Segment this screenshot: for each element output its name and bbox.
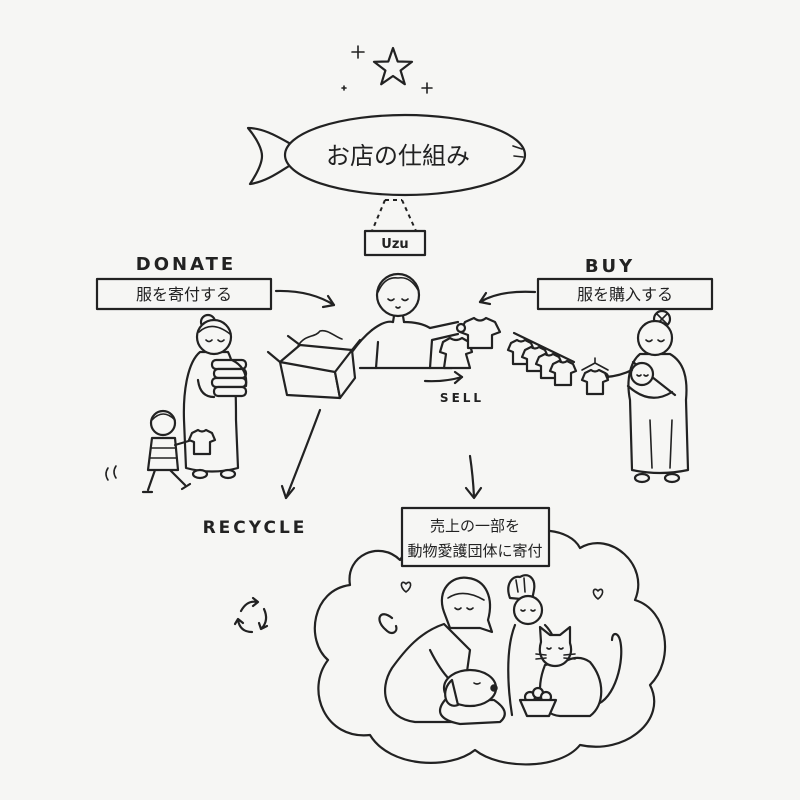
charity-label-box: 売上の一部を 動物愛護団体に寄付	[400, 506, 551, 568]
donate-arrow	[274, 289, 336, 309]
shop-sign-label: Uzu	[381, 237, 408, 252]
shop-sign: Uzu	[363, 199, 427, 257]
donate-label-box: 服を寄付する	[95, 277, 273, 311]
person-hugging-dog-illustration	[378, 576, 506, 726]
sell-label: SELL	[440, 391, 484, 405]
waving-person-illustration	[507, 574, 561, 717]
recycle-icon	[233, 596, 269, 634]
child-illustration	[105, 409, 217, 494]
charity-arrow	[464, 454, 483, 500]
clothesline-illustration	[506, 331, 578, 387]
charity-label-line1: 売上の一部を	[430, 517, 520, 535]
title-blimp: お店の仕組み	[246, 113, 527, 197]
buy-heading: BUY	[585, 256, 635, 277]
buyer-with-baby-illustration	[580, 309, 690, 484]
shopkeeper-illustration	[350, 272, 502, 370]
donation-box-illustration	[266, 329, 362, 400]
heart-icon	[400, 581, 412, 593]
recycle-label: RECYCLE	[203, 518, 308, 538]
buy-arrow	[478, 290, 537, 306]
page-title: お店の仕組み	[326, 142, 470, 170]
buy-label: 服を購入する	[577, 285, 673, 304]
food-bowl-illustration	[518, 686, 558, 718]
recycle-arrow	[280, 408, 322, 500]
heart-icon	[592, 588, 604, 600]
donate-label: 服を寄付する	[136, 285, 232, 304]
donate-heading: DONATE	[136, 254, 236, 275]
buy-label-box: 服を購入する	[536, 277, 714, 311]
charity-cloud	[313, 529, 666, 766]
sell-arrow	[423, 370, 464, 385]
sparkle-icon	[341, 45, 433, 94]
star-icon	[372, 46, 414, 86]
charity-label-line2: 動物愛護団体に寄付	[407, 542, 542, 560]
